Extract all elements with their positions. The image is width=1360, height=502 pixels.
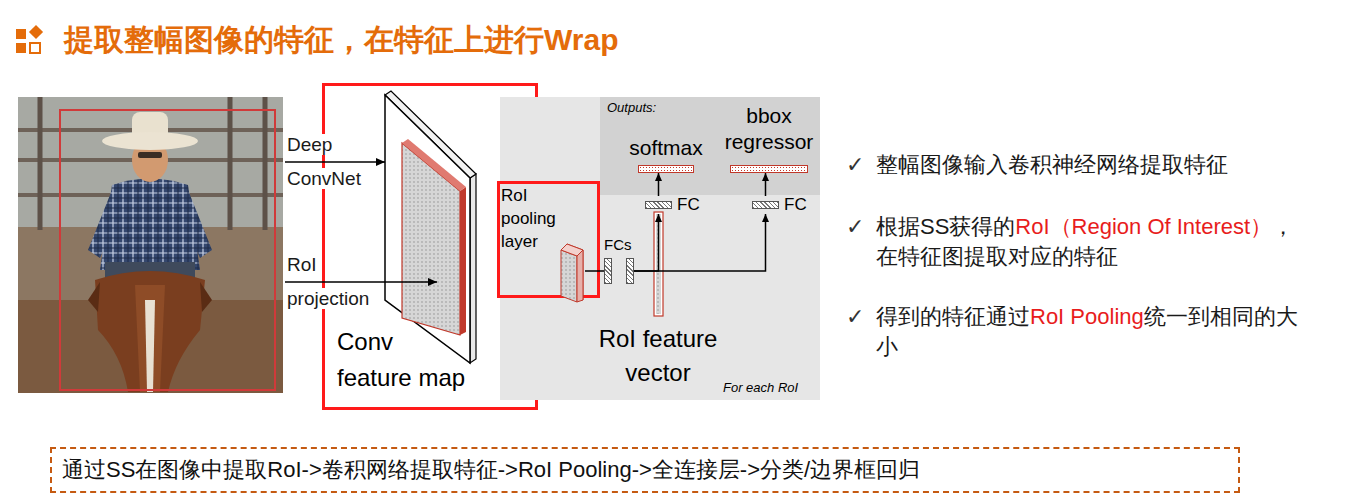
node-label: Conv feature map <box>337 324 469 396</box>
fc-label: FC <box>784 196 807 214</box>
output-vector <box>730 165 808 173</box>
check-mark: ✓ <box>846 152 864 177</box>
output-label: bbox regressor <box>714 103 824 155</box>
input-photo <box>18 97 283 393</box>
check-mark: ✓ <box>846 302 872 332</box>
node-label: For each RoI <box>723 380 813 396</box>
node-label: RoI pooling layer <box>501 184 563 253</box>
bullet-text: 整幅图像输入卷积神经网络提取特征 <box>876 152 1228 177</box>
fc-layer: FC <box>752 196 807 214</box>
fc-layers: FCs <box>604 236 634 284</box>
bullet-text: 得到的特征通过RoI Pooling统一到相同的大小 <box>876 302 1316 362</box>
bullet-text: RoI Pooling <box>1030 304 1144 329</box>
bullet-text: 整幅图像输入卷积神经网络提取特征 <box>876 150 1346 180</box>
bullet-text: 根据SS获得的 <box>876 214 1015 239</box>
check-mark: ✓ <box>846 214 864 239</box>
fc-box <box>645 201 672 209</box>
connector <box>658 173 660 196</box>
bullet-text: RoI（Region Of Interest） <box>1015 214 1272 239</box>
network-panel: RoI feature vectorFor each RoI Outputs: so… <box>500 97 820 400</box>
input-label: Deep ConvNet <box>287 134 361 189</box>
connector <box>634 214 766 271</box>
connector <box>634 214 659 271</box>
bullet-text: 根据SS获得的RoI（Region Of Interest），在特征图提取对应的… <box>876 212 1316 272</box>
fc-layer: FC <box>645 196 700 214</box>
bbox-output: bbox regressor <box>714 103 824 173</box>
check-mark: ✓ <box>846 304 864 329</box>
check-mark: ✓ <box>846 150 872 180</box>
softmax-output: softmax <box>616 135 716 173</box>
fc-box <box>752 201 779 209</box>
fc-box <box>626 258 634 284</box>
title-icon <box>16 25 43 53</box>
output-vector <box>638 165 694 173</box>
convnet-arrow <box>285 161 385 163</box>
bullet-text: 得到的特征通过 <box>876 304 1030 329</box>
pooled-feature-cube <box>561 244 583 302</box>
fc-label: FCs <box>604 236 632 254</box>
feature-vector-fill <box>656 214 661 314</box>
feature-map-slab <box>385 91 476 363</box>
input-label: RoI projection <box>287 254 369 309</box>
pipeline-box: 通过SS在图像中提取RoI->卷积网络提取特征->RoI Pooling->全连… <box>50 447 1240 493</box>
outputs-panel: Outputs:softmaxbbox regressor <box>600 97 820 195</box>
input-label: RoI projection <box>287 248 379 316</box>
fc-box <box>604 258 612 284</box>
connector <box>765 173 767 196</box>
node-label: Outputs: <box>607 100 687 116</box>
output-label: softmax <box>616 135 716 161</box>
pipeline-text: 通过SS在图像中提取RoI->卷积网络提取特征->RoI Pooling->全连… <box>62 455 920 485</box>
check-mark: ✓ <box>846 212 872 242</box>
feature-vector-bar <box>654 212 663 316</box>
node-label: RoI feature vector <box>583 322 733 390</box>
slide-title: 提取整幅图像的特征，在特征上进行Wrap <box>64 20 618 60</box>
connector <box>585 270 604 272</box>
fc-boxes <box>604 258 634 284</box>
fc-label: FC <box>677 196 700 214</box>
projection-arrow <box>285 281 437 283</box>
highlight-box: RoI pooling layer <box>497 181 600 298</box>
input-label: Deep ConvNet <box>287 128 369 196</box>
